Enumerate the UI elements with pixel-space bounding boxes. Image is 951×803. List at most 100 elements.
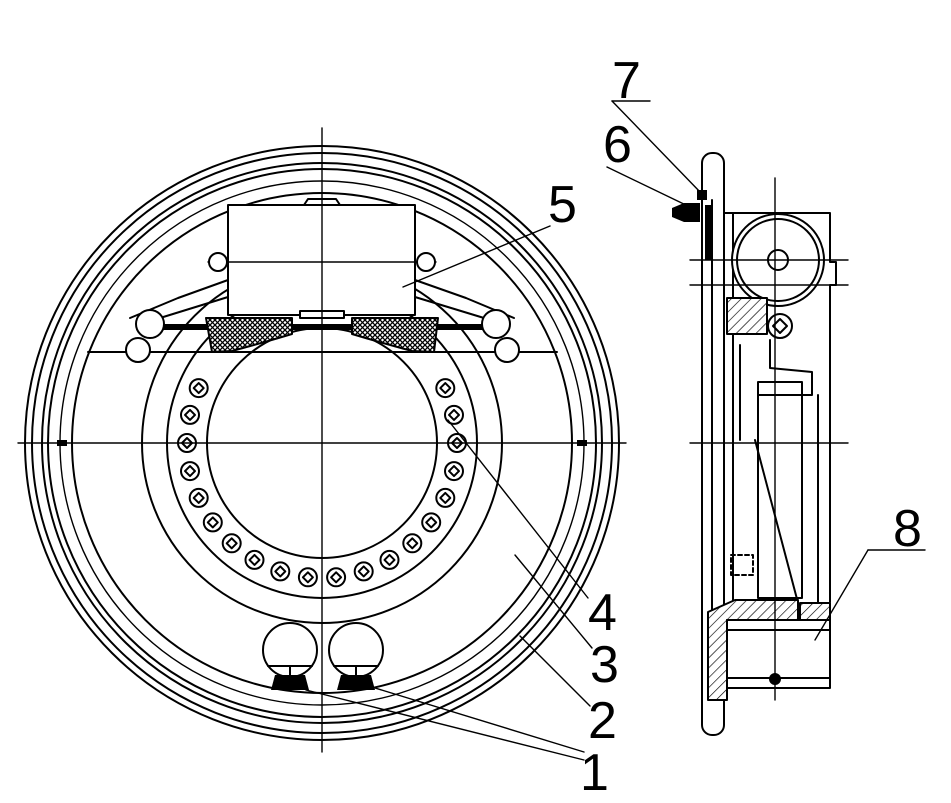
bolt-hole [180, 404, 200, 425]
bolt-hole [188, 378, 209, 399]
bolt-head [425, 516, 438, 529]
bolt-hole-outline [435, 487, 456, 508]
bolt-hole [435, 378, 456, 399]
leader-4 [447, 419, 589, 599]
right-lower-pin [494, 337, 520, 363]
leader-7 [611, 100, 703, 195]
lever-slot [757, 381, 803, 599]
callout-1: 1 [580, 744, 609, 802]
bolt-hole [444, 404, 464, 425]
bolt-hole [353, 561, 374, 582]
set-screw [672, 203, 700, 222]
bolt-head [274, 565, 287, 578]
bolt-head [248, 553, 261, 566]
leader-1-right [361, 683, 585, 753]
bolt-head [330, 571, 343, 584]
bolt-hole-outline [444, 404, 464, 425]
bolt-head [439, 491, 452, 504]
leader-5 [402, 225, 551, 288]
spring-seat [730, 554, 754, 576]
bolt-head [225, 537, 238, 550]
bolt-hole-outline [421, 512, 442, 533]
bolt-ring [177, 378, 467, 588]
left-arm-lower-edge [159, 296, 229, 319]
front-leaders [305, 225, 593, 761]
stop-rollers [262, 622, 384, 690]
bolt-hole-outline [444, 461, 464, 482]
bolt-head [448, 465, 460, 478]
bolt-hole-outline [353, 561, 374, 582]
callout-4: 4 [588, 584, 617, 642]
bolt-hole-outline [202, 512, 223, 533]
adjusting-bolt [767, 313, 793, 339]
pin-shaft [726, 619, 831, 689]
bolt-hole [180, 461, 200, 482]
bolt-head [406, 537, 419, 550]
right-brake-shoe-spring [351, 317, 439, 353]
bracket-section [726, 297, 768, 335]
left-stop-roller-base [271, 675, 309, 690]
leader-8 [814, 549, 869, 641]
leader-2 [519, 635, 591, 707]
callout-8: 8 [893, 500, 922, 558]
leader-1-left [305, 689, 585, 761]
bolt-hole [402, 533, 423, 554]
left-brake-shoe-spring [205, 317, 293, 353]
right-pivot-pin [481, 309, 511, 339]
bolt-hole-outline [180, 461, 200, 482]
callout-5: 5 [548, 176, 577, 234]
callout-6: 6 [603, 116, 632, 174]
bolt-hole [326, 567, 347, 588]
callout-labels: 5 4 3 2 1 6 7 8 [548, 52, 922, 802]
bolt-hole [444, 461, 464, 482]
bolt-hole-outline [188, 378, 209, 399]
thruster-right-pin [416, 252, 436, 272]
leader-6 [606, 166, 691, 208]
bolt-hole [270, 561, 291, 582]
bolt-hole-outline [297, 567, 318, 588]
side-leaders [606, 100, 926, 641]
bolt-hole-outline [244, 549, 265, 570]
bolt-hole-outline [435, 378, 456, 399]
bolt-head [301, 571, 314, 584]
bolt-hole [188, 487, 209, 508]
bolt-hole-outline [379, 549, 400, 570]
right-stop-roller-base [337, 675, 375, 690]
bolt-head [448, 408, 460, 421]
bolt-hole-outline [270, 561, 291, 582]
lever-link [754, 439, 803, 619]
bolt-head [192, 382, 205, 395]
bolt-head [192, 491, 205, 504]
bolt-hole [379, 549, 400, 570]
bolt-hole [221, 533, 242, 554]
lever-bracket [757, 339, 813, 396]
bolt-head [383, 553, 396, 566]
callout-3: 3 [590, 636, 619, 694]
bolt-hole [297, 567, 318, 588]
bolt-head [184, 465, 196, 478]
left-pivot-pin [135, 309, 165, 339]
bolt-head [439, 382, 452, 395]
washer [697, 190, 707, 200]
bolt-hole [435, 487, 456, 508]
bolt-head [206, 516, 219, 529]
bolt-hole [421, 512, 442, 533]
bolt-hole-outline [221, 533, 242, 554]
bolt-hole [202, 512, 223, 533]
bolt-head [184, 408, 196, 421]
front-view [17, 127, 627, 761]
leader-3 [514, 554, 593, 649]
side-section-view [606, 100, 926, 736]
right-arm-lower-edge [414, 296, 485, 319]
left-lower-pin [125, 337, 151, 363]
thruster-left-pin [208, 252, 228, 272]
bolt-hole-outline [402, 533, 423, 554]
bolt-hole-outline [326, 567, 347, 588]
bolt-hole-outline [188, 487, 209, 508]
bolt-hole [244, 549, 265, 570]
bolt-head [357, 565, 370, 578]
bolt-hole-outline [180, 404, 200, 425]
plate-clamp-strip [705, 205, 712, 260]
adjusting-bolt-head [772, 318, 788, 334]
